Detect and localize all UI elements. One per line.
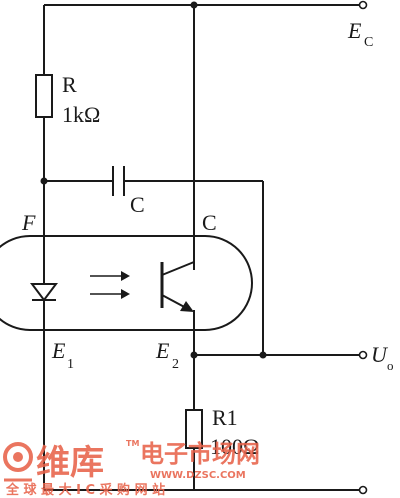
r1-value: 100Ω bbox=[210, 434, 259, 459]
r-value: 1kΩ bbox=[62, 102, 100, 127]
e2-label: E bbox=[155, 338, 170, 363]
resistor-r bbox=[35, 74, 53, 118]
uo-label: U bbox=[371, 342, 389, 367]
watermark-site: 电子市场网 bbox=[140, 440, 260, 468]
watermark-brand: 维库 bbox=[36, 443, 104, 483]
transistor-collector-lead bbox=[161, 261, 195, 276]
uo-subscript: o bbox=[387, 358, 394, 373]
watermark-slogan: 全 球 最 大 I C 采 购 网 站 bbox=[5, 482, 165, 498]
output-junction-dot bbox=[259, 351, 267, 359]
ec-subscript: C bbox=[364, 35, 373, 50]
ec-label: E bbox=[347, 18, 362, 43]
watermark-logo-icon bbox=[3, 442, 33, 482]
e2-subscript: 2 bbox=[172, 357, 179, 372]
e1-label: E bbox=[51, 338, 66, 363]
emitter-arrowhead bbox=[180, 301, 194, 312]
uo-terminal[interactable] bbox=[358, 350, 368, 360]
collector-pin-label: C bbox=[202, 210, 217, 235]
ec-terminal[interactable] bbox=[358, 0, 368, 10]
watermark: 维库 电子市场网 TM WWW.DZSC.COM 全 球 最 大 I C 采 购… bbox=[3, 439, 260, 498]
ground-terminal[interactable] bbox=[358, 485, 368, 495]
optocoupler-package bbox=[0, 235, 253, 331]
light-arrowhead-1 bbox=[121, 271, 130, 281]
f-pin-label: F bbox=[21, 210, 36, 235]
capacitor-label: C bbox=[130, 192, 145, 217]
r1-label: R1 bbox=[212, 405, 238, 430]
r-label: R bbox=[62, 72, 77, 97]
led-triangle bbox=[30, 283, 58, 302]
watermark-tm: TM bbox=[126, 439, 139, 448]
e1-subscript: 1 bbox=[67, 357, 74, 372]
watermark-url: WWW.DZSC.COM bbox=[150, 470, 246, 481]
light-arrowhead-2 bbox=[121, 289, 130, 299]
